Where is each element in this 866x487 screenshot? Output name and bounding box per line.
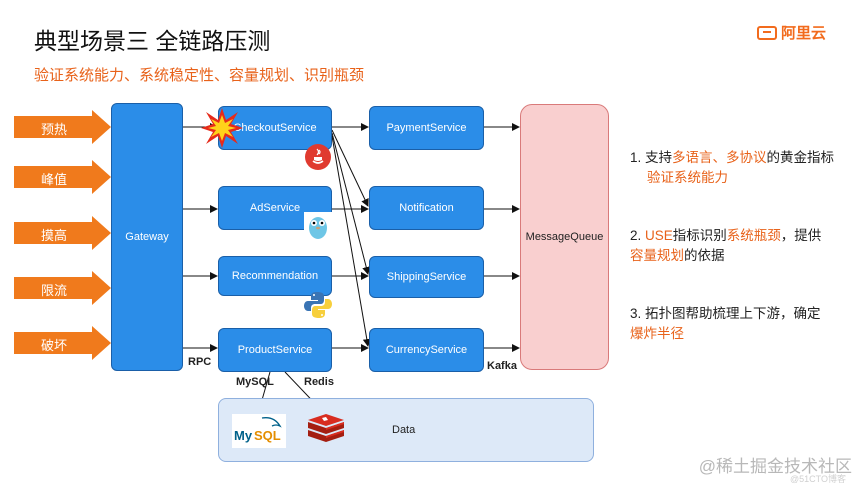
input-label: 摸高 bbox=[40, 228, 67, 243]
note-1: 1. 支持多语言、多协议的黄金指标 验证系统能力 bbox=[630, 148, 840, 188]
input-arrow-ceiling: 摸高 bbox=[14, 216, 112, 250]
redis-icon bbox=[308, 414, 344, 442]
currency-service-node[interactable]: CurrencyService bbox=[369, 328, 484, 372]
payment-service-node[interactable]: PaymentService bbox=[369, 106, 484, 150]
note-number: 1. bbox=[630, 150, 642, 165]
input-label: 预热 bbox=[40, 122, 67, 137]
notes-panel: 1. 支持多语言、多协议的黄金指标 验证系统能力 2. USE指标识别系统瓶颈，… bbox=[630, 148, 840, 382]
edge-checkout-shipping bbox=[331, 132, 371, 275]
note-text: 的黄金指标 bbox=[766, 150, 835, 165]
java-icon bbox=[305, 144, 331, 170]
input-arrow-ratelimit: 限流 bbox=[14, 271, 112, 305]
redis-edge-label: Redis bbox=[304, 376, 334, 388]
watermark: @稀土掘金技术社区 bbox=[698, 457, 852, 476]
page-title: 典型场景三 全链路压测 bbox=[34, 28, 271, 54]
checkout-service-node[interactable]: CheckoutService bbox=[218, 106, 332, 150]
edge-checkout-currency bbox=[331, 135, 371, 347]
note-highlight: 爆炸半径 bbox=[630, 326, 684, 341]
go-icon bbox=[304, 212, 332, 240]
input-label: 破坏 bbox=[40, 338, 67, 353]
note-highlight: 验证系统能力 bbox=[647, 170, 728, 185]
note-2: 2. USE指标识别系统瓶颈，提供 容量规划的依据 bbox=[630, 226, 840, 266]
aliyun-logo-icon bbox=[756, 25, 777, 40]
mysql-edge-label: MySQL bbox=[236, 376, 274, 388]
svg-text:My: My bbox=[234, 428, 253, 443]
note-highlight: 多语言、多协议 bbox=[672, 150, 767, 165]
note-text: 的依据 bbox=[684, 248, 725, 263]
note-number: 2. bbox=[630, 228, 642, 243]
input-label: 峰值 bbox=[40, 172, 67, 187]
edge-checkout-notification bbox=[331, 129, 369, 207]
notification-node[interactable]: Notification bbox=[369, 186, 484, 230]
note-text: 指标识别 bbox=[672, 228, 727, 243]
note-text: 拓扑图帮助梳理上下游，确定 bbox=[645, 306, 821, 321]
explosion-icon bbox=[201, 108, 243, 148]
data-store-label: Data bbox=[392, 424, 416, 436]
note-highlight: 系统瓶颈 bbox=[726, 228, 781, 243]
python-icon bbox=[304, 292, 332, 318]
page-subtitle: 验证系统能力、系统稳定性、容量规划、识别瓶颈 bbox=[34, 67, 365, 84]
brand-name: 阿里云 bbox=[780, 25, 826, 42]
note-3: 3. 拓扑图帮助梳理上下游，确定 爆炸半径 bbox=[630, 304, 840, 344]
message-queue-node[interactable]: MessageQueue bbox=[520, 104, 609, 370]
note-text: 支持 bbox=[645, 150, 673, 165]
product-service-node[interactable]: ProductService bbox=[218, 328, 332, 372]
gateway-node[interactable]: Gateway bbox=[111, 103, 183, 371]
watermark-sub: @51CTO博客 bbox=[790, 474, 846, 484]
mysql-icon: My SQL bbox=[232, 414, 286, 448]
svg-text:SQL: SQL bbox=[254, 428, 281, 443]
shipping-service-node[interactable]: ShippingService bbox=[369, 256, 484, 298]
note-number: 3. bbox=[630, 306, 642, 321]
note-text: ，提供 bbox=[780, 228, 822, 243]
brand-logo: 阿里云 bbox=[756, 22, 826, 43]
input-label: 限流 bbox=[40, 283, 67, 298]
kafka-label: Kafka bbox=[487, 360, 517, 372]
input-arrow-peak: 峰值 bbox=[14, 160, 112, 194]
note-highlight: USE bbox=[645, 228, 673, 243]
recommendation-node[interactable]: Recommendation bbox=[218, 256, 332, 296]
input-arrow-destroy: 破坏 bbox=[14, 326, 112, 360]
rpc-label: RPC bbox=[188, 356, 212, 368]
note-highlight: 容量规划 bbox=[630, 248, 684, 263]
input-arrow-warmup: 预热 bbox=[14, 110, 112, 144]
